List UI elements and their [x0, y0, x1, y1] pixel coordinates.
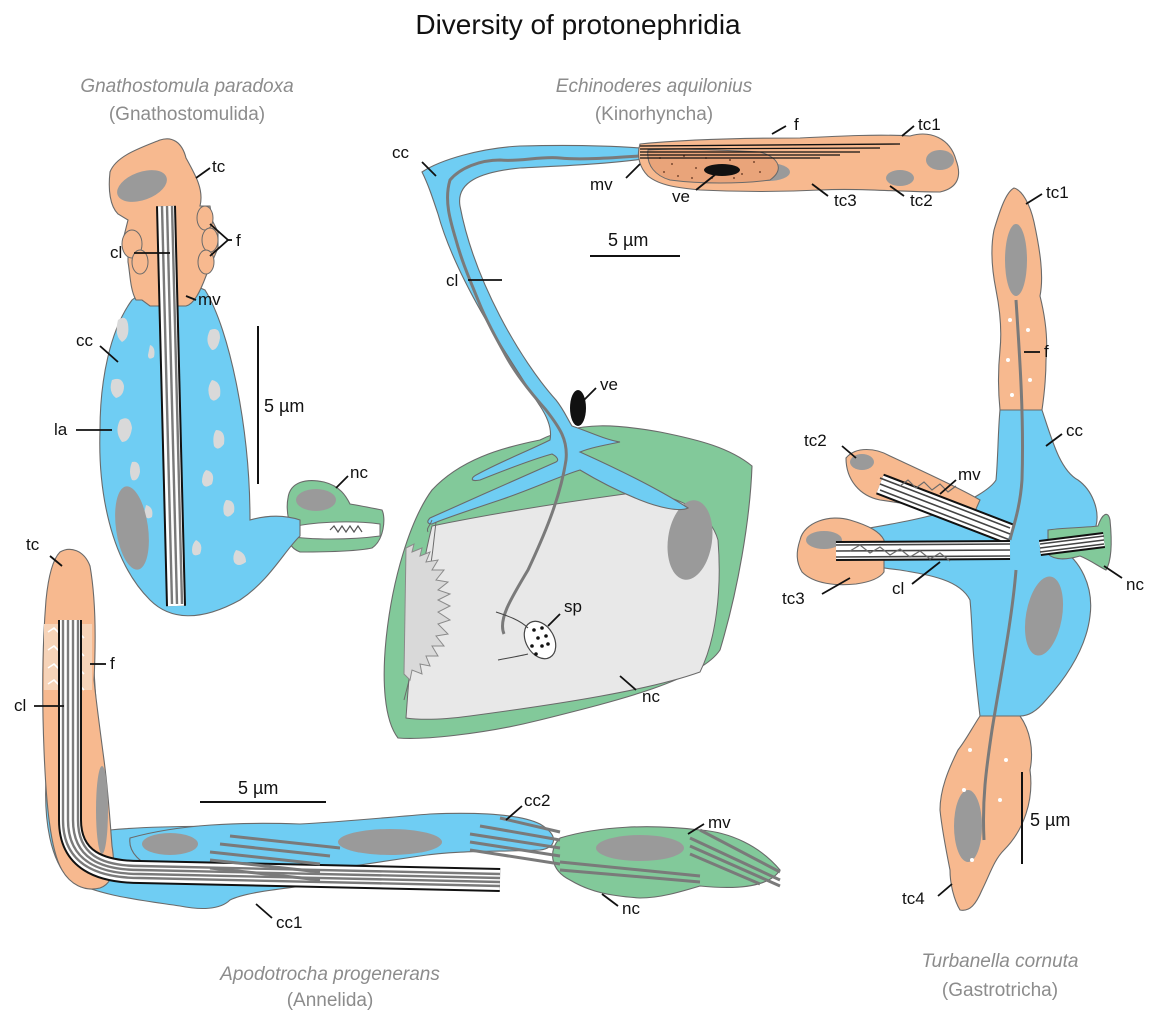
- nucleus: [296, 489, 336, 511]
- label-tc2: tc2: [910, 191, 933, 210]
- taxon-name-gnathostomula: (Gnathostomulida): [109, 104, 265, 125]
- leader-line: [1104, 566, 1122, 578]
- scale-label: 5 µm: [1030, 810, 1070, 830]
- nucleus: [96, 766, 108, 854]
- taxon-name-apodotrocha: (Annelida): [287, 990, 374, 1011]
- leader-line: [196, 168, 210, 178]
- label-ve: ve: [600, 375, 618, 394]
- figure-title: Diversity of protonephridia: [415, 9, 741, 40]
- nucleus: [954, 790, 982, 862]
- label-nc: nc: [350, 463, 368, 482]
- scale-label: 5 µm: [238, 778, 278, 798]
- taxon-name-echinoderes: (Kinorhyncha): [595, 104, 713, 125]
- leader-line: [584, 388, 596, 400]
- label-cl: cl: [14, 696, 26, 715]
- label-mv: mv: [958, 465, 981, 484]
- label-nc: nc: [642, 687, 660, 706]
- label-tc1: tc1: [918, 115, 941, 134]
- panel-echinoderes: Echinoderes aquilonius (Kinorhyncha): [384, 76, 958, 738]
- label-tc2: tc2: [804, 431, 827, 450]
- label-cl: cl: [446, 271, 458, 290]
- nucleus: [1005, 224, 1027, 296]
- label-cc: cc: [1066, 421, 1084, 440]
- leader-line: [256, 904, 272, 918]
- label-tc: tc: [212, 157, 226, 176]
- label-nc: nc: [622, 899, 640, 918]
- label-f: f: [236, 231, 241, 250]
- species-name-gnathostomula: Gnathostomula paradoxa: [80, 76, 293, 97]
- nucleus: [338, 829, 442, 855]
- label-tc: tc: [26, 535, 40, 554]
- label-ve: ve: [672, 187, 690, 206]
- label-nc: nc: [1126, 575, 1144, 594]
- leader-line: [626, 164, 640, 178]
- label-f: f: [1044, 342, 1049, 361]
- label-cc2: cc2: [524, 791, 550, 810]
- vesicle: [704, 164, 740, 176]
- species-name-apodotrocha: Apodotrocha progenerans: [219, 964, 440, 985]
- label-cc: cc: [392, 143, 410, 162]
- nucleus: [886, 170, 914, 186]
- label-mv: mv: [198, 290, 221, 309]
- nucleus: [926, 150, 954, 170]
- label-tc4: tc4: [902, 889, 925, 908]
- label-cl: cl: [110, 243, 122, 262]
- label-tc3: tc3: [834, 191, 857, 210]
- label-mv: mv: [590, 175, 613, 194]
- label-tc3: tc3: [782, 589, 805, 608]
- nucleus: [596, 835, 684, 861]
- label-sp: sp: [564, 597, 582, 616]
- species-name-turbanella: Turbanella cornuta: [921, 951, 1078, 972]
- vesicle: [570, 390, 586, 426]
- leader-line: [902, 126, 914, 136]
- label-cc1: cc1: [276, 913, 302, 932]
- label-la: la: [54, 420, 68, 439]
- label-f: f: [794, 115, 799, 134]
- nephridiopore-cell: [553, 827, 780, 898]
- canal-cell: [100, 286, 300, 616]
- label-tc1: tc1: [1046, 183, 1069, 202]
- leader-line: [336, 476, 348, 488]
- scale-label: 5 µm: [264, 396, 304, 416]
- taxon-name-turbanella: (Gastrotricha): [942, 980, 1058, 1001]
- label-mv: mv: [708, 813, 731, 832]
- label-cc: cc: [76, 331, 94, 350]
- species-name-echinoderes: Echinoderes aquilonius: [556, 76, 753, 97]
- scale-label: 5 µm: [608, 230, 648, 250]
- panel-turbanella: Turbanella cornuta (Gastrotricha): [782, 183, 1144, 1001]
- cilia-bundle-tc3: [836, 544, 1010, 561]
- terminal-cell: [940, 716, 1032, 910]
- panel-gnathostomula: Gnathostomula paradoxa (Gnathostomulida): [54, 76, 384, 616]
- label-f: f: [110, 654, 115, 673]
- leader-line: [938, 884, 952, 896]
- label-cl: cl: [892, 579, 904, 598]
- nucleus: [142, 833, 198, 855]
- leader-line: [1026, 194, 1042, 204]
- nephridiopore-cell: [287, 481, 384, 552]
- leader-line: [772, 126, 786, 134]
